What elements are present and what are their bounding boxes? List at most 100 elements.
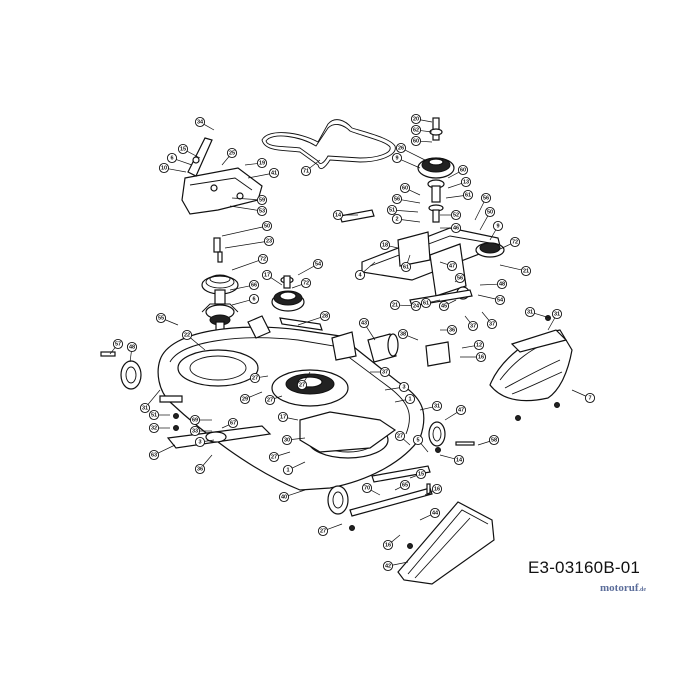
callout-number: 61 bbox=[403, 264, 409, 270]
callout-number: 63 bbox=[151, 452, 157, 458]
leader-line-63 bbox=[158, 444, 176, 454]
callout-7: 7 bbox=[584, 392, 596, 404]
callout-number: 53 bbox=[259, 208, 265, 214]
callout-number: 36 bbox=[197, 466, 203, 472]
callout-63: 63 bbox=[148, 449, 160, 461]
callout-27: 27 bbox=[264, 394, 276, 406]
leader-line-60 bbox=[409, 189, 421, 196]
callout-circle bbox=[412, 434, 424, 446]
callout-61: 61 bbox=[420, 297, 432, 309]
callout-circle bbox=[139, 402, 151, 414]
callout-number: 70 bbox=[364, 485, 370, 491]
callout-number: 37 bbox=[382, 369, 388, 375]
callout-number: 1 bbox=[286, 467, 289, 473]
leader-lines bbox=[109, 119, 586, 566]
callout-22: 22 bbox=[181, 329, 193, 341]
callout-16: 16 bbox=[382, 539, 394, 551]
leader-line-56 bbox=[401, 199, 421, 204]
leader-line-1 bbox=[394, 399, 406, 403]
callout-circle bbox=[446, 324, 458, 336]
callout-14: 14 bbox=[453, 454, 465, 466]
callout-circle bbox=[454, 272, 466, 284]
callout-circle bbox=[386, 204, 398, 216]
leader-line-20 bbox=[420, 119, 433, 123]
callout-circle bbox=[394, 430, 406, 442]
callout-15: 15 bbox=[177, 143, 189, 155]
leader-line-7 bbox=[571, 389, 586, 397]
callout-circle bbox=[194, 436, 206, 448]
callout-number: 6 bbox=[170, 155, 173, 161]
callout-19: 19 bbox=[256, 157, 268, 169]
callout-circle bbox=[399, 182, 411, 194]
callout-42: 42 bbox=[382, 560, 394, 572]
callout-circle bbox=[438, 300, 450, 312]
callout-circle bbox=[457, 164, 469, 176]
leader-line-61 bbox=[407, 254, 411, 263]
callout-circle bbox=[391, 152, 403, 164]
callout-18: 18 bbox=[379, 239, 391, 251]
callout-circle bbox=[296, 379, 308, 391]
callout-circle bbox=[257, 253, 269, 265]
callout-65: 65 bbox=[399, 479, 411, 491]
callout-58: 58 bbox=[488, 434, 500, 446]
center-pulley bbox=[271, 275, 305, 312]
callout-number: 20 bbox=[413, 116, 419, 122]
callout-29: 29 bbox=[239, 393, 251, 405]
callout-17: 17 bbox=[277, 411, 289, 423]
leader-line-18 bbox=[389, 245, 399, 249]
callout-number: 27 bbox=[252, 375, 258, 381]
callout-number: 67 bbox=[230, 420, 236, 426]
callout-circle bbox=[382, 539, 394, 551]
callout-number: 21 bbox=[392, 302, 398, 308]
callout-number: 43 bbox=[361, 320, 367, 326]
callout-60: 60 bbox=[410, 135, 422, 147]
leader-line-54 bbox=[297, 265, 315, 276]
callout-number: 44 bbox=[432, 510, 439, 516]
watermark-text: motoruf bbox=[600, 582, 639, 594]
callout-circle bbox=[395, 142, 407, 154]
leader-line-50 bbox=[221, 226, 263, 237]
callout-circle bbox=[397, 328, 409, 340]
callout-61: 61 bbox=[462, 189, 474, 201]
spindle-stack-right bbox=[417, 117, 455, 223]
callout-number: 9 bbox=[395, 155, 398, 161]
callout-number: 54 bbox=[315, 261, 322, 267]
callout-circle bbox=[400, 261, 412, 273]
callout-62: 62 bbox=[410, 124, 422, 136]
leader-line-31 bbox=[547, 317, 556, 331]
spacer-cylinder bbox=[367, 333, 399, 363]
callout-circle bbox=[312, 258, 324, 270]
callout-circle bbox=[256, 157, 268, 169]
callout-circle bbox=[358, 317, 370, 329]
leader-line-34 bbox=[203, 123, 215, 131]
callout-circle bbox=[317, 525, 329, 537]
callout-circle bbox=[488, 434, 500, 446]
callout-circle bbox=[480, 192, 492, 204]
hardware-bolts bbox=[100, 251, 560, 549]
callout-number: 27 bbox=[299, 382, 305, 388]
callout-number: 58 bbox=[491, 437, 497, 443]
callout-number: 31 bbox=[142, 405, 148, 411]
watermark-suffix: .de bbox=[638, 587, 647, 593]
callout-number: 33 bbox=[192, 428, 198, 434]
callout-13: 13 bbox=[460, 176, 472, 188]
leader-line-27 bbox=[304, 371, 311, 382]
callout-number: 36 bbox=[449, 327, 455, 333]
leader-line-25 bbox=[221, 156, 230, 166]
leader-line-41 bbox=[247, 173, 270, 179]
callout-circle bbox=[261, 269, 273, 281]
callout-circle bbox=[382, 560, 394, 572]
callout-72: 72 bbox=[509, 236, 521, 248]
callout-37: 37 bbox=[379, 366, 391, 378]
callout-number: 71 bbox=[303, 168, 309, 174]
callout-circle bbox=[126, 341, 138, 353]
callout-69: 69 bbox=[189, 414, 201, 426]
callout-6: 6 bbox=[248, 293, 260, 305]
callout-number: 22 bbox=[184, 332, 190, 338]
callout-51: 51 bbox=[386, 204, 398, 216]
leader-line-48 bbox=[129, 351, 132, 363]
callout-72: 72 bbox=[300, 277, 312, 289]
callout-number: 13 bbox=[463, 179, 469, 185]
callout-number: 17 bbox=[280, 414, 286, 420]
